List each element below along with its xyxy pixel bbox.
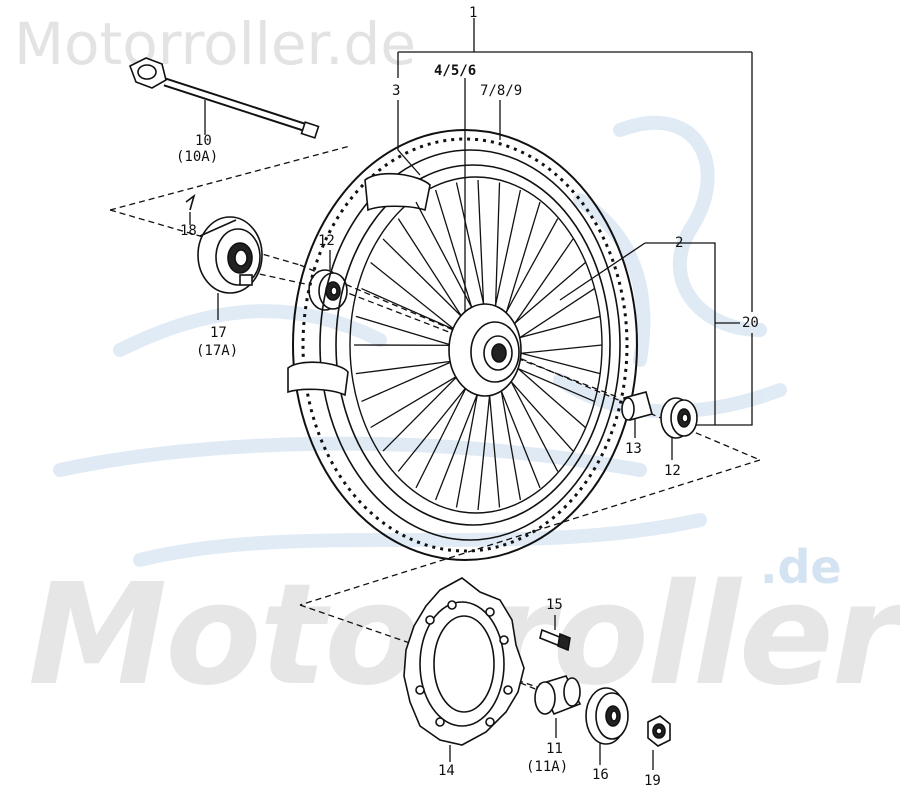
- spoke: [490, 189, 522, 325]
- spoke: [505, 362, 595, 403]
- spacer-part-13: [621, 391, 653, 421]
- label-part-10: 10: [195, 133, 212, 149]
- spoke: [506, 358, 586, 428]
- label-part-13: 13: [625, 441, 642, 457]
- label-part-1: 1: [469, 5, 478, 21]
- spoke: [397, 218, 474, 334]
- seal-part-16: [585, 687, 629, 745]
- clip-part-18: [185, 193, 196, 211]
- spoke: [477, 179, 486, 325]
- watermark-top: Motorroller.de: [14, 10, 417, 78]
- spoke: [497, 372, 522, 501]
- label-part-4-5-6: 4/5/6: [434, 63, 477, 79]
- label-part-11: 11: [546, 741, 563, 757]
- label-part-14: 14: [438, 763, 455, 779]
- label-part-18: 18: [180, 223, 197, 239]
- label-part-15: 15: [546, 597, 563, 613]
- disc-bolt-part-15: [539, 628, 571, 652]
- nut-part-19: [647, 715, 671, 747]
- label-part-12-left: 12: [318, 233, 335, 249]
- bearing-right-part-12: [660, 397, 698, 439]
- axle-bolt-part-10: [128, 57, 320, 139]
- bearing-left-part-12: [308, 269, 348, 311]
- leader-lines: [189, 18, 753, 770]
- label-part-17: 17: [210, 325, 227, 341]
- label-part-11a: (11A): [526, 759, 569, 775]
- label-part-12-right: 12: [664, 463, 681, 479]
- collar-part-11: [534, 675, 582, 716]
- label-part-7-8-9: 7/8/9: [480, 83, 523, 99]
- wheel-hub: [448, 303, 522, 397]
- spoke: [507, 349, 601, 375]
- spoke: [477, 375, 493, 511]
- wheel-assembly: [287, 129, 638, 561]
- watermark-de: .de: [760, 540, 842, 594]
- spoke: [506, 315, 601, 342]
- label-part-16: 16: [592, 767, 609, 783]
- label-part-20: 20: [742, 315, 759, 331]
- spoke: [434, 189, 479, 328]
- label-part-2: 2: [675, 235, 684, 251]
- spoke: [504, 238, 574, 338]
- spoke: [502, 262, 586, 334]
- spoke: [497, 218, 559, 328]
- label-part-19: 19: [644, 773, 661, 789]
- spoke: [434, 375, 486, 501]
- label-part-17a: (17A): [196, 343, 239, 359]
- label-part-10a: (10A): [176, 149, 219, 165]
- spoke: [502, 366, 559, 472]
- spoke: [507, 344, 603, 356]
- brake-disc-part-14: [403, 577, 525, 746]
- tire-tread: [301, 137, 629, 553]
- spoke: [507, 288, 595, 347]
- speedo-drive-part-17: [197, 216, 263, 294]
- label-part-3: 3: [392, 83, 401, 99]
